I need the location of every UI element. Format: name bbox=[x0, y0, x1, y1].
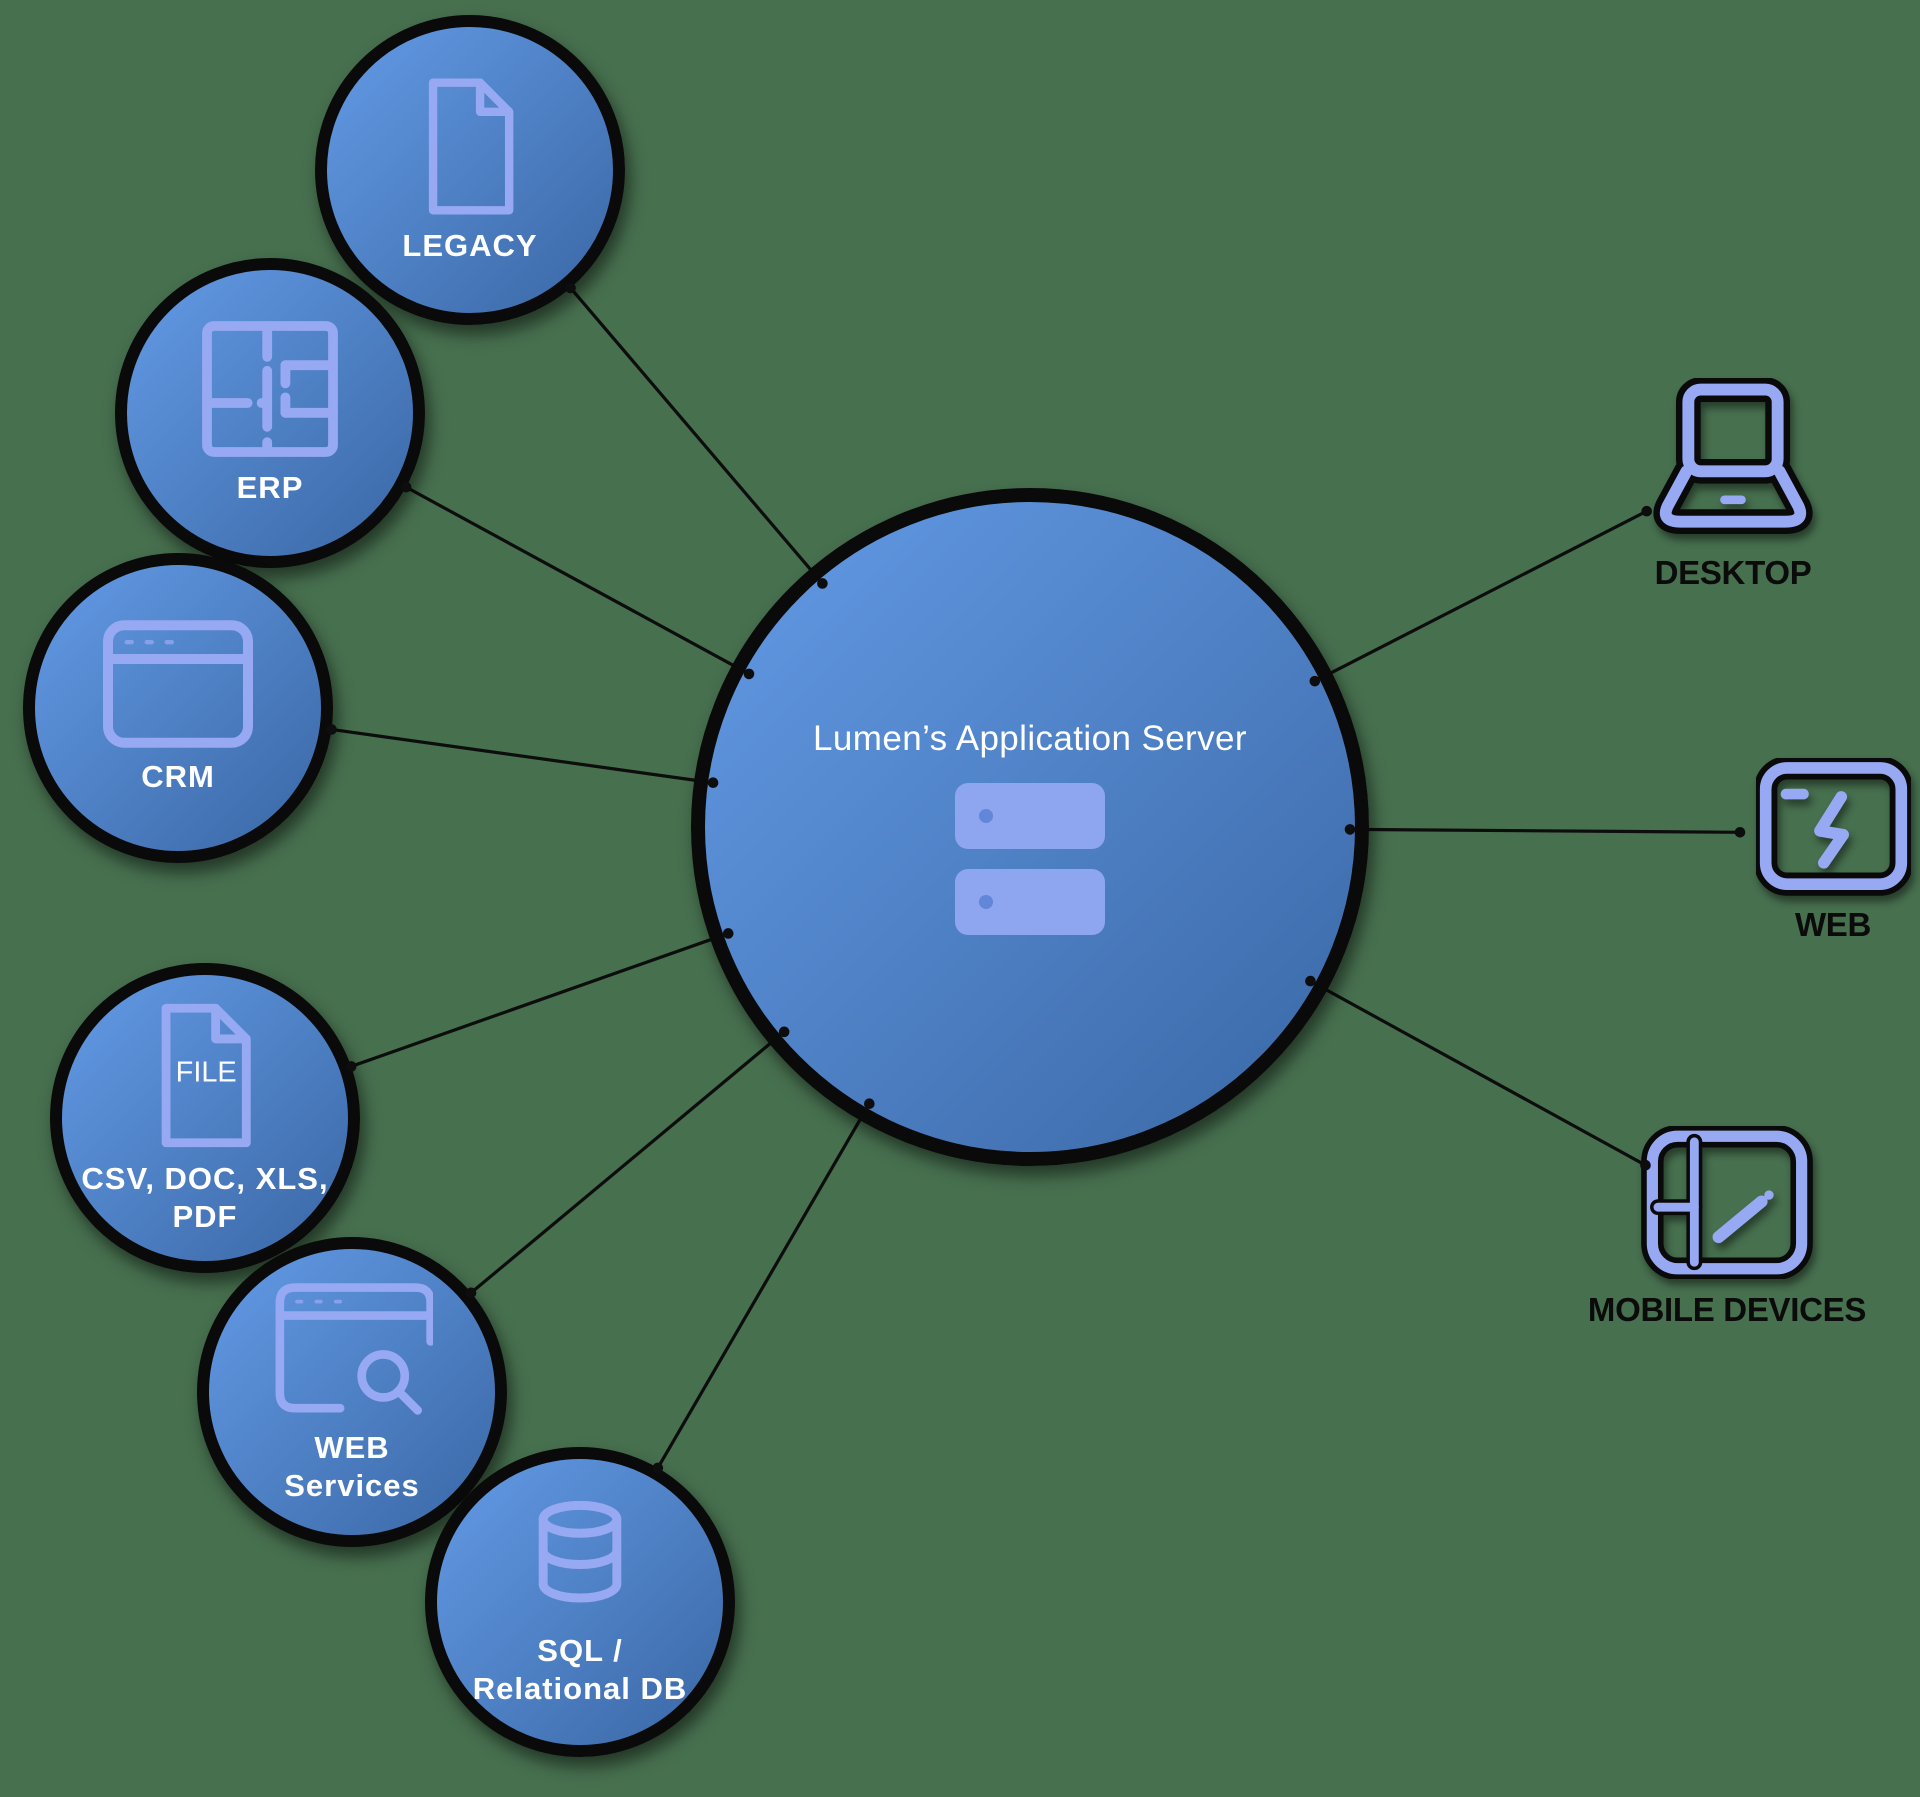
source-node-sql: SQL / Relational DB bbox=[425, 1447, 735, 1757]
client-node-web: WEB bbox=[1743, 758, 1920, 944]
source-node-erp: ERP bbox=[115, 258, 425, 568]
source-node-label: SQL / Relational DB bbox=[472, 1632, 688, 1706]
server-icon bbox=[955, 783, 1105, 935]
database-icon bbox=[538, 1500, 622, 1603]
file-document-icon: FILE bbox=[161, 1003, 251, 1147]
source-node-file: FILE CSV, DOC, XLS, PDF bbox=[50, 963, 360, 1273]
source-node-label: ERP bbox=[236, 470, 304, 506]
source-node-legacy: LEGACY bbox=[315, 15, 625, 325]
source-node-label: LEGACY bbox=[402, 227, 538, 263]
tablet-icon bbox=[1641, 1126, 1813, 1279]
client-node-label: MOBILE DEVICES bbox=[1587, 1291, 1867, 1328]
client-node-label: DESKTOP bbox=[1654, 554, 1812, 591]
source-node-web-services: WEB Services bbox=[197, 1237, 507, 1547]
lightning-bolt-icon bbox=[1813, 791, 1849, 869]
laptop-icon bbox=[1653, 378, 1813, 534]
client-node-mobile-devices: MOBILE DEVICES bbox=[1587, 1126, 1867, 1329]
file-icon-text: FILE bbox=[176, 1056, 237, 1088]
source-node-label: CRM bbox=[141, 759, 215, 795]
document-icon bbox=[428, 78, 514, 215]
browser-search-icon bbox=[275, 1283, 433, 1415]
web-app-icon bbox=[1755, 758, 1911, 896]
floorplan-icon bbox=[202, 321, 338, 457]
source-node-crm: CRM bbox=[23, 553, 333, 863]
client-node-desktop: DESKTOP bbox=[1623, 378, 1843, 592]
central-node-application-server: Lumen’s Application Server bbox=[691, 488, 1369, 1166]
source-node-label: WEB Services bbox=[284, 1430, 420, 1503]
client-node-label: WEB bbox=[1794, 906, 1872, 943]
browser-window-icon bbox=[103, 620, 253, 748]
source-node-label: CSV, DOC, XLS, PDF bbox=[81, 1160, 329, 1234]
stylus-icon bbox=[1712, 1195, 1768, 1244]
central-node-title: Lumen’s Application Server bbox=[813, 719, 1247, 758]
